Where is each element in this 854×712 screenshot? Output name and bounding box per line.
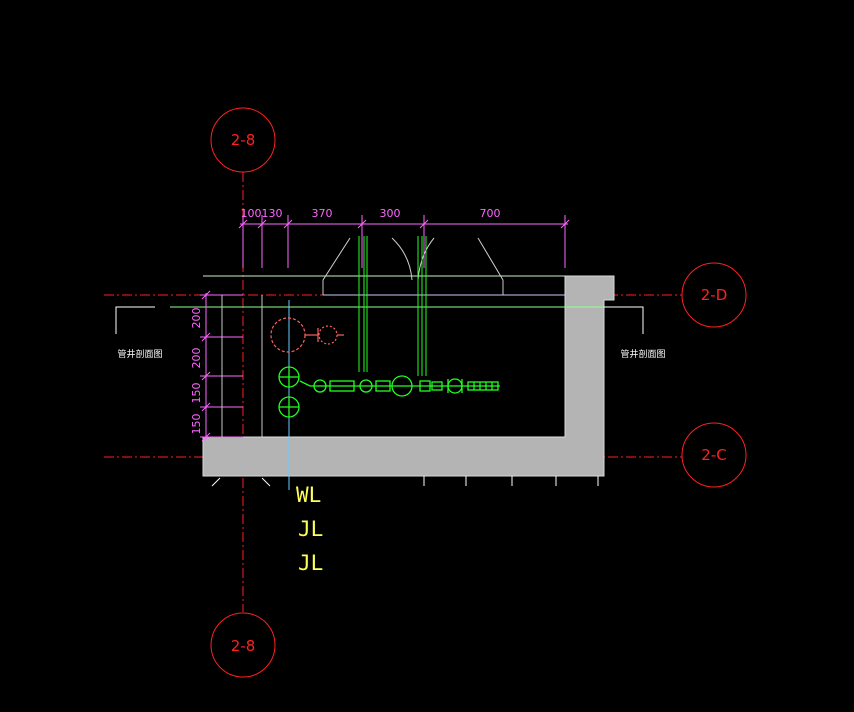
section-cut-right bbox=[604, 306, 644, 334]
water-pipe-lower bbox=[278, 396, 300, 418]
dim-top-1: 100 bbox=[241, 207, 262, 220]
axis-bubble-top: 2-8 bbox=[210, 107, 276, 173]
dim-top-5: 700 bbox=[480, 207, 501, 220]
water-pipe-upper bbox=[278, 366, 500, 397]
dim-top-3: 370 bbox=[312, 207, 333, 220]
drain-pipe bbox=[270, 317, 344, 353]
axis-label-right-upper: 2-D bbox=[701, 286, 728, 304]
bottom-ticks bbox=[211, 476, 599, 487]
dim-left-2: 200 bbox=[190, 348, 203, 369]
axis-bubble-bottom: 2-8 bbox=[210, 612, 276, 678]
slab-lines bbox=[170, 275, 604, 438]
dimension-left bbox=[200, 290, 243, 442]
axis-label-right-lower: 2-C bbox=[701, 446, 726, 464]
section-cut-left bbox=[115, 306, 155, 334]
pipe-label-wl: WL bbox=[296, 483, 321, 507]
section-note-left: 管井剖面图 bbox=[117, 348, 162, 360]
concrete-wall bbox=[202, 275, 615, 477]
dim-left-1: 200 bbox=[190, 308, 203, 329]
axis-label-top: 2-8 bbox=[231, 131, 256, 149]
dim-left-4: 150 bbox=[190, 414, 203, 435]
pipe-label-jl-2: JL bbox=[298, 551, 323, 575]
dim-top-4: 300 bbox=[380, 207, 401, 220]
vertical-risers bbox=[358, 236, 427, 376]
section-note-right: 管井剖面图 bbox=[620, 348, 665, 360]
dim-top-2: 130 bbox=[262, 207, 283, 220]
pipe-label-jl-1: JL bbox=[298, 517, 323, 541]
axis-label-bottom: 2-8 bbox=[231, 637, 256, 655]
dimension-top bbox=[238, 215, 570, 268]
axis-bubble-right-lower: 2-C bbox=[681, 422, 747, 488]
section-marks bbox=[322, 237, 504, 281]
axis-bubble-right-upper: 2-D bbox=[681, 262, 747, 328]
dim-left-3: 150 bbox=[190, 383, 203, 404]
